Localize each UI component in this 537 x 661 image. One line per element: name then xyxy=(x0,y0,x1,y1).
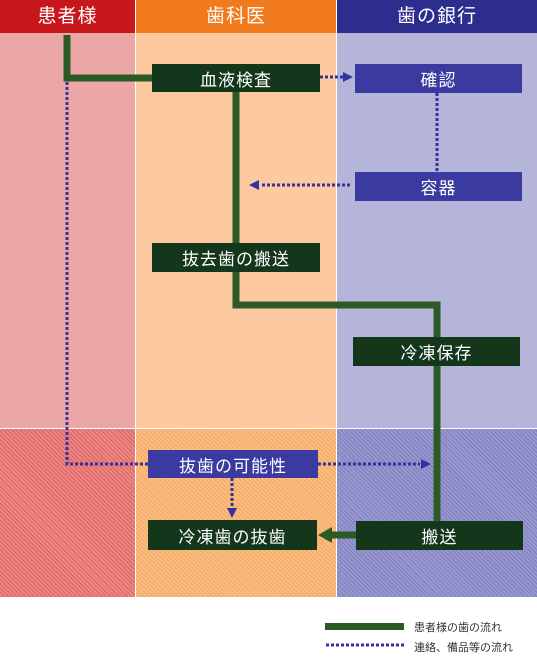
tooth-flow-arrowhead xyxy=(318,527,332,543)
tooth-flow-blood-test-to-storage xyxy=(232,92,441,337)
box-blood-test: 血液検査 xyxy=(152,64,320,92)
contact-arrowhead-bank xyxy=(421,459,431,469)
tooth-flow-patient-to-blood-test xyxy=(63,35,152,82)
lane-header-patient: 患者様 xyxy=(0,0,135,33)
contact-arrowhead-container xyxy=(249,180,259,190)
contact-arrowhead-frozen xyxy=(227,508,237,518)
tooth-flow-lines xyxy=(63,35,441,539)
box-extraction-possible: 抜歯の可能性 xyxy=(148,450,318,478)
box-frozen-extraction: 冷凍歯の抜歯 xyxy=(148,520,317,550)
box-frozen-storage: 冷凍保存 xyxy=(353,337,520,366)
box-extraction-transport: 抜去歯の搬送 xyxy=(152,243,320,272)
lane-header-tooth-bank: 歯の銀行 xyxy=(337,0,537,33)
legend-tooth-flow-swatch xyxy=(325,623,404,630)
box-confirm: 確認 xyxy=(355,64,522,93)
box-container: 容器 xyxy=(355,172,522,201)
contact-patient-to-extraction-possible xyxy=(65,82,148,466)
legend-contact-flow-label: 連絡、備品等の流れ xyxy=(414,641,513,654)
contact-flow-lines xyxy=(65,75,439,508)
contact-arrowhead-confirm xyxy=(343,72,353,82)
legend-tooth-flow-label: 患者様の歯の流れ xyxy=(414,621,502,634)
lane-header-dentist: 歯科医 xyxy=(136,0,336,33)
box-transport: 搬送 xyxy=(356,521,523,550)
